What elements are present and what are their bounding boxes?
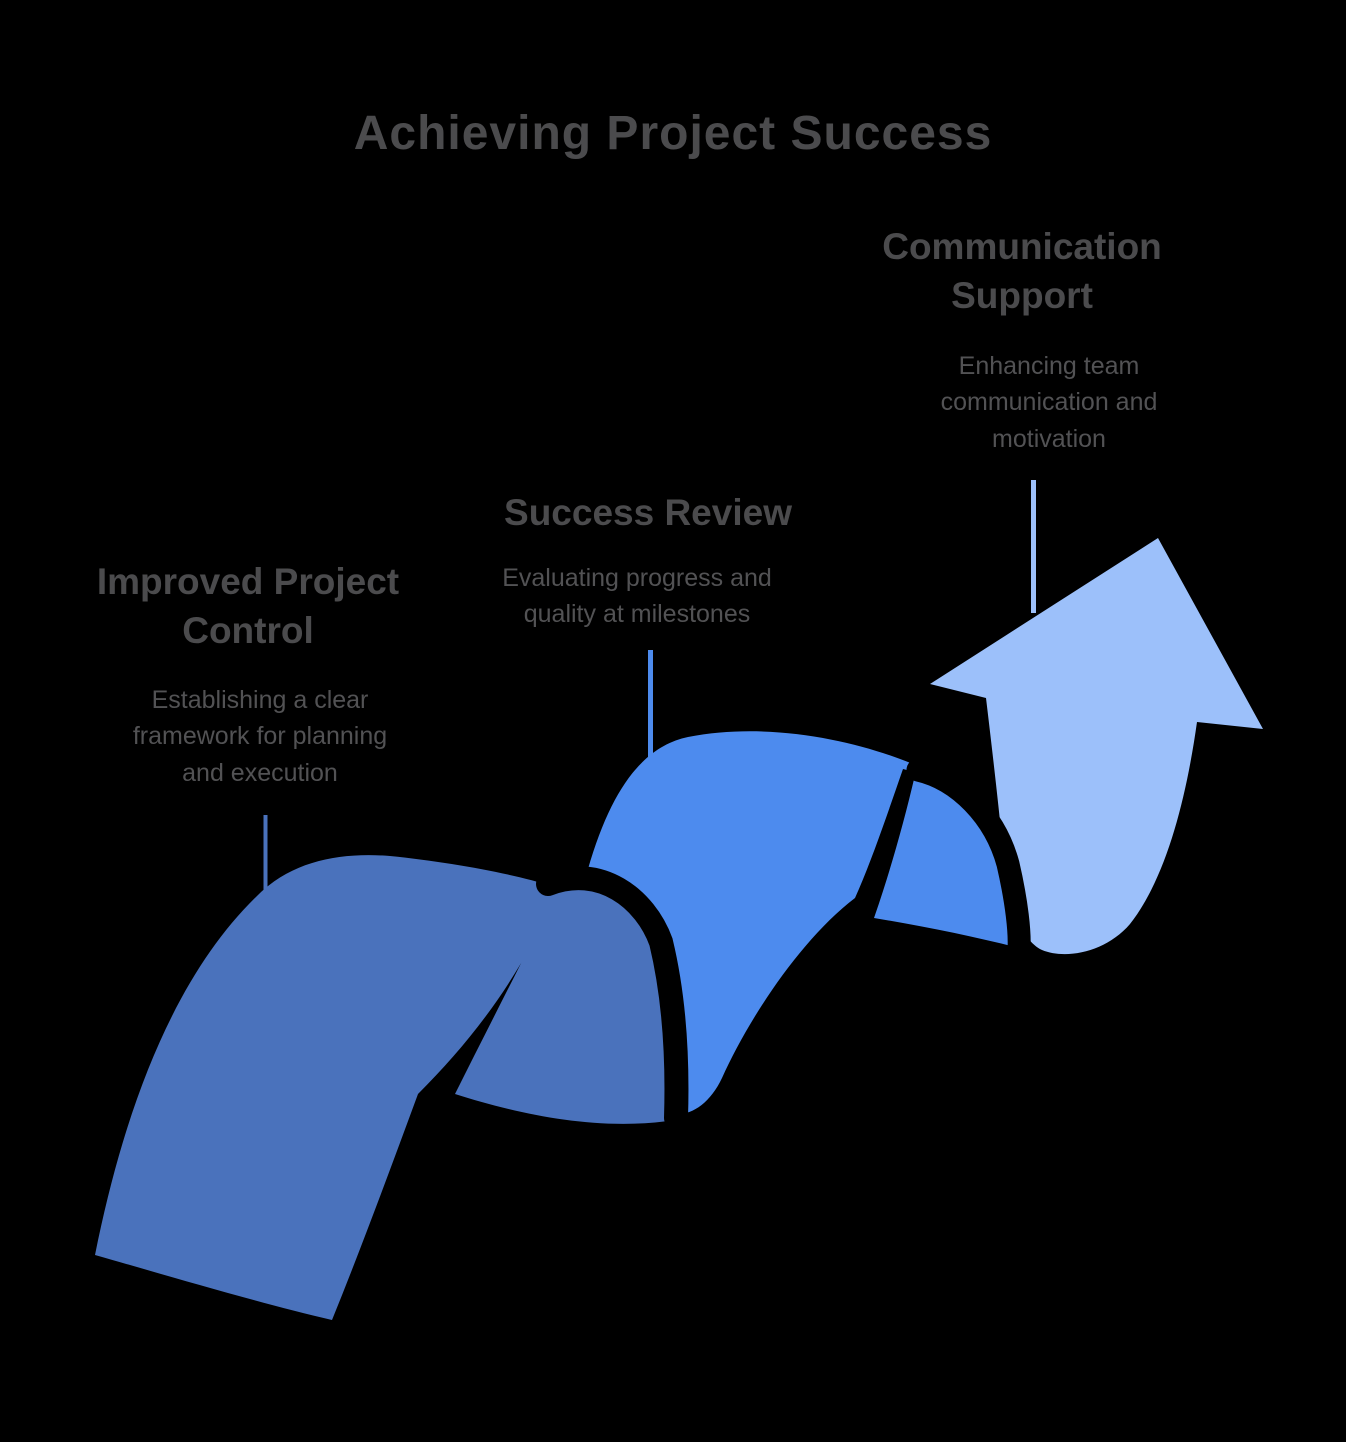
ribbon-stage-2-shape [585, 731, 1019, 1115]
ribbon-stage-1-shape [95, 855, 676, 1320]
stage-3-heading: Communication Support [882, 226, 1162, 317]
stage-2-heading: Success Review [504, 492, 792, 533]
page-title: Achieving Project Success [353, 107, 993, 160]
stage-1-heading: Improved Project Control [96, 561, 400, 652]
stage-2-description: Evaluating progress and quality at miles… [502, 564, 772, 629]
stage-3-description: Enhancing team communication and motivat… [940, 352, 1158, 453]
fold-outline-stage-2 [906, 758, 1031, 961]
fold-outline-stage-1 [536, 866, 689, 1130]
stage-1-description: Establishing a clear framework for plann… [132, 686, 388, 787]
